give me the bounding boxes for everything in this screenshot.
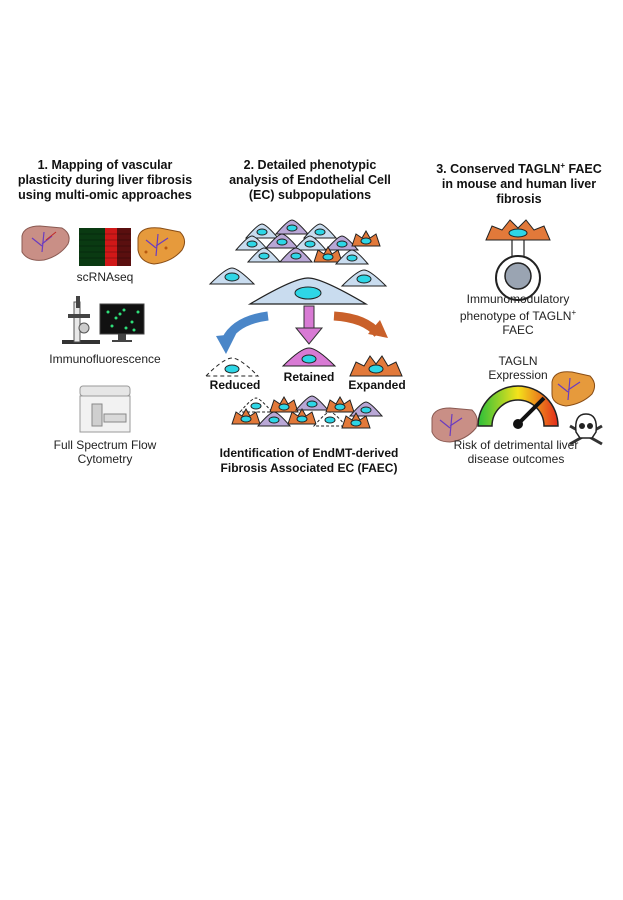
- microscope-icon: [62, 296, 100, 344]
- cell-reduced: [204, 357, 260, 377]
- arrow-retained: [294, 305, 324, 345]
- liver-icon: [21, 225, 70, 261]
- flow-cytometer-icon: [79, 385, 131, 433]
- faec-identification-label: Identification of EndMT-derived Fibrosis…: [219, 446, 399, 475]
- branch-retained-label: Retained: [283, 370, 335, 384]
- arrow-reduced: [216, 311, 269, 354]
- immunomodulatory-phenotype-label: Immunomodulatory phenotype of TAGLN+ FAE…: [459, 292, 577, 337]
- arrow-expanded: [333, 311, 388, 338]
- tagln-expression-label: TAGLN Expression: [488, 354, 548, 382]
- flow-cytometry-label: Full Spectrum Flow Cytometry: [53, 438, 157, 466]
- risk-outcomes-label: Risk of detrimental liver disease outcom…: [453, 438, 579, 466]
- column-1-heading: 1. Mapping of vascular plasticity during…: [17, 158, 193, 202]
- cell-expanded: [349, 355, 403, 377]
- immunofluorescence-label: Immunofluorescence: [49, 352, 161, 366]
- cell-cluster-bottom: [231, 395, 384, 429]
- gauge-icon: [477, 385, 559, 429]
- liver-icon: [431, 407, 478, 443]
- skull-crossbones-icon: [569, 413, 603, 446]
- liver-icon: [137, 227, 186, 265]
- scrnaseq-label: scRNAseq: [76, 270, 134, 284]
- cell-icon: [208, 267, 388, 305]
- liver-icon: [551, 371, 596, 407]
- branch-expanded-label: Expanded: [348, 378, 406, 392]
- heatmap-icon: [79, 228, 131, 266]
- immune-cell-icon: [495, 240, 541, 301]
- monitor-icon: [99, 303, 145, 342]
- cell-cluster-top: [234, 219, 381, 265]
- cell-icon: [485, 219, 551, 241]
- column-2-heading: 2. Detailed phenotypic analysis of Endot…: [229, 158, 391, 202]
- column-3-heading: 3. Conserved TAGLN+ FAEC in mouse and hu…: [436, 161, 602, 207]
- branch-reduced-label: Reduced: [209, 378, 261, 392]
- cell-retained: [281, 347, 337, 367]
